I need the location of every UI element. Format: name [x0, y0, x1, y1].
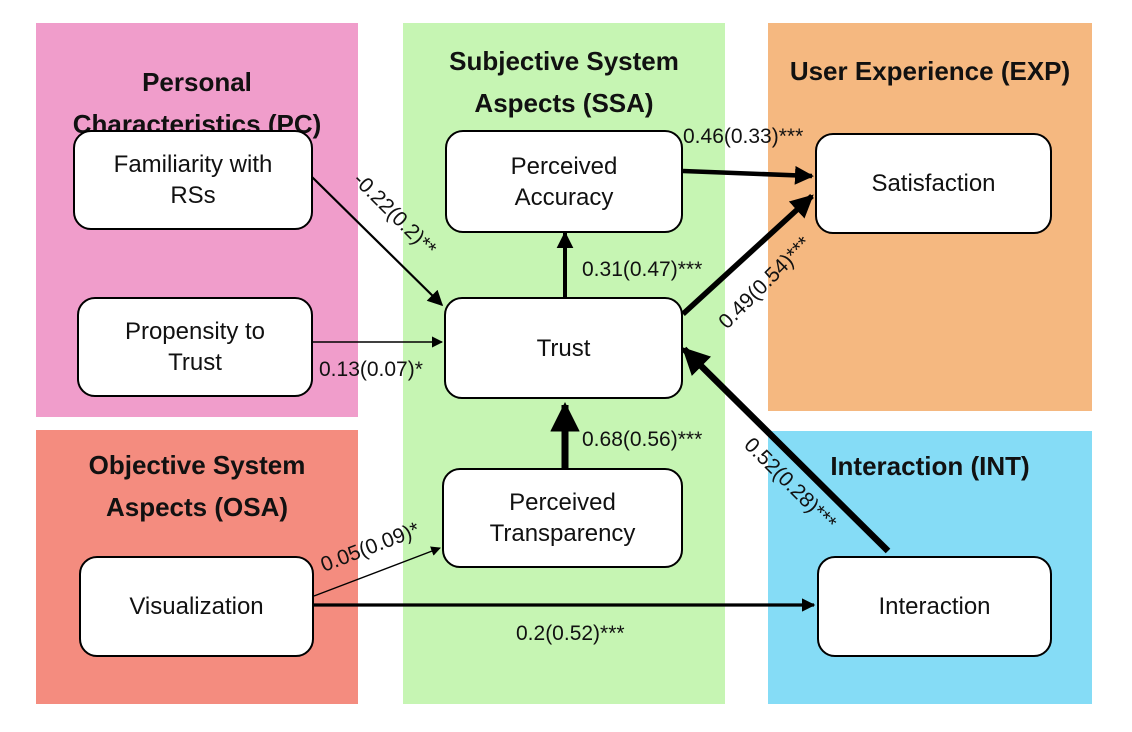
group-title-osa: Objective System Aspects (OSA): [88, 450, 306, 522]
edge-label-trust-accuracy: 0.31(0.47)***: [582, 258, 702, 281]
edge-visualization-transparency: [313, 546, 441, 597]
edge-trust-satisfaction: [681, 193, 814, 317]
edge-accuracy-satisfaction: [682, 165, 814, 185]
edge-label-propensity-trust: 0.13(0.07)*: [319, 358, 423, 381]
node-satisfaction: Satisfaction: [815, 133, 1052, 234]
edge-label-accuracy-satisfaction: 0.46(0.33)***: [683, 125, 803, 148]
node-perceived-transparency: Perceived Transparency: [442, 468, 683, 568]
group-title-ssa: Subjective System Aspects (SSA): [449, 46, 679, 118]
edge-label-visualization-transparency: 0.05(0.09)*: [318, 518, 423, 577]
edge-label-trust-satisfaction: 0.49(0.54)***: [714, 232, 815, 333]
edge-label-familiarity-trust: -0.22(0.2)**: [348, 168, 440, 260]
node-visualization: Visualization: [79, 556, 314, 657]
node-familiarity-with-rss: Familiarity with RSs: [73, 130, 313, 230]
node-propensity-to-trust: Propensity to Trust: [77, 297, 313, 397]
edge-interaction-trust: [681, 346, 891, 554]
group-title-int: Interaction (INT): [830, 451, 1030, 481]
group-title-exp: User Experience (EXP): [789, 56, 1071, 86]
edge-familiarity-trust: [311, 176, 444, 307]
node-trust: Trust: [444, 297, 683, 399]
edge-label-visualization-interaction: 0.2(0.52)***: [516, 622, 625, 645]
edge-label-interaction-trust: 0.52(0.28)***: [739, 433, 840, 534]
node-perceived-accuracy: Perceived Accuracy: [445, 130, 683, 233]
node-interaction: Interaction: [817, 556, 1052, 657]
edge-label-transparency-trust: 0.68(0.56)***: [582, 428, 702, 451]
